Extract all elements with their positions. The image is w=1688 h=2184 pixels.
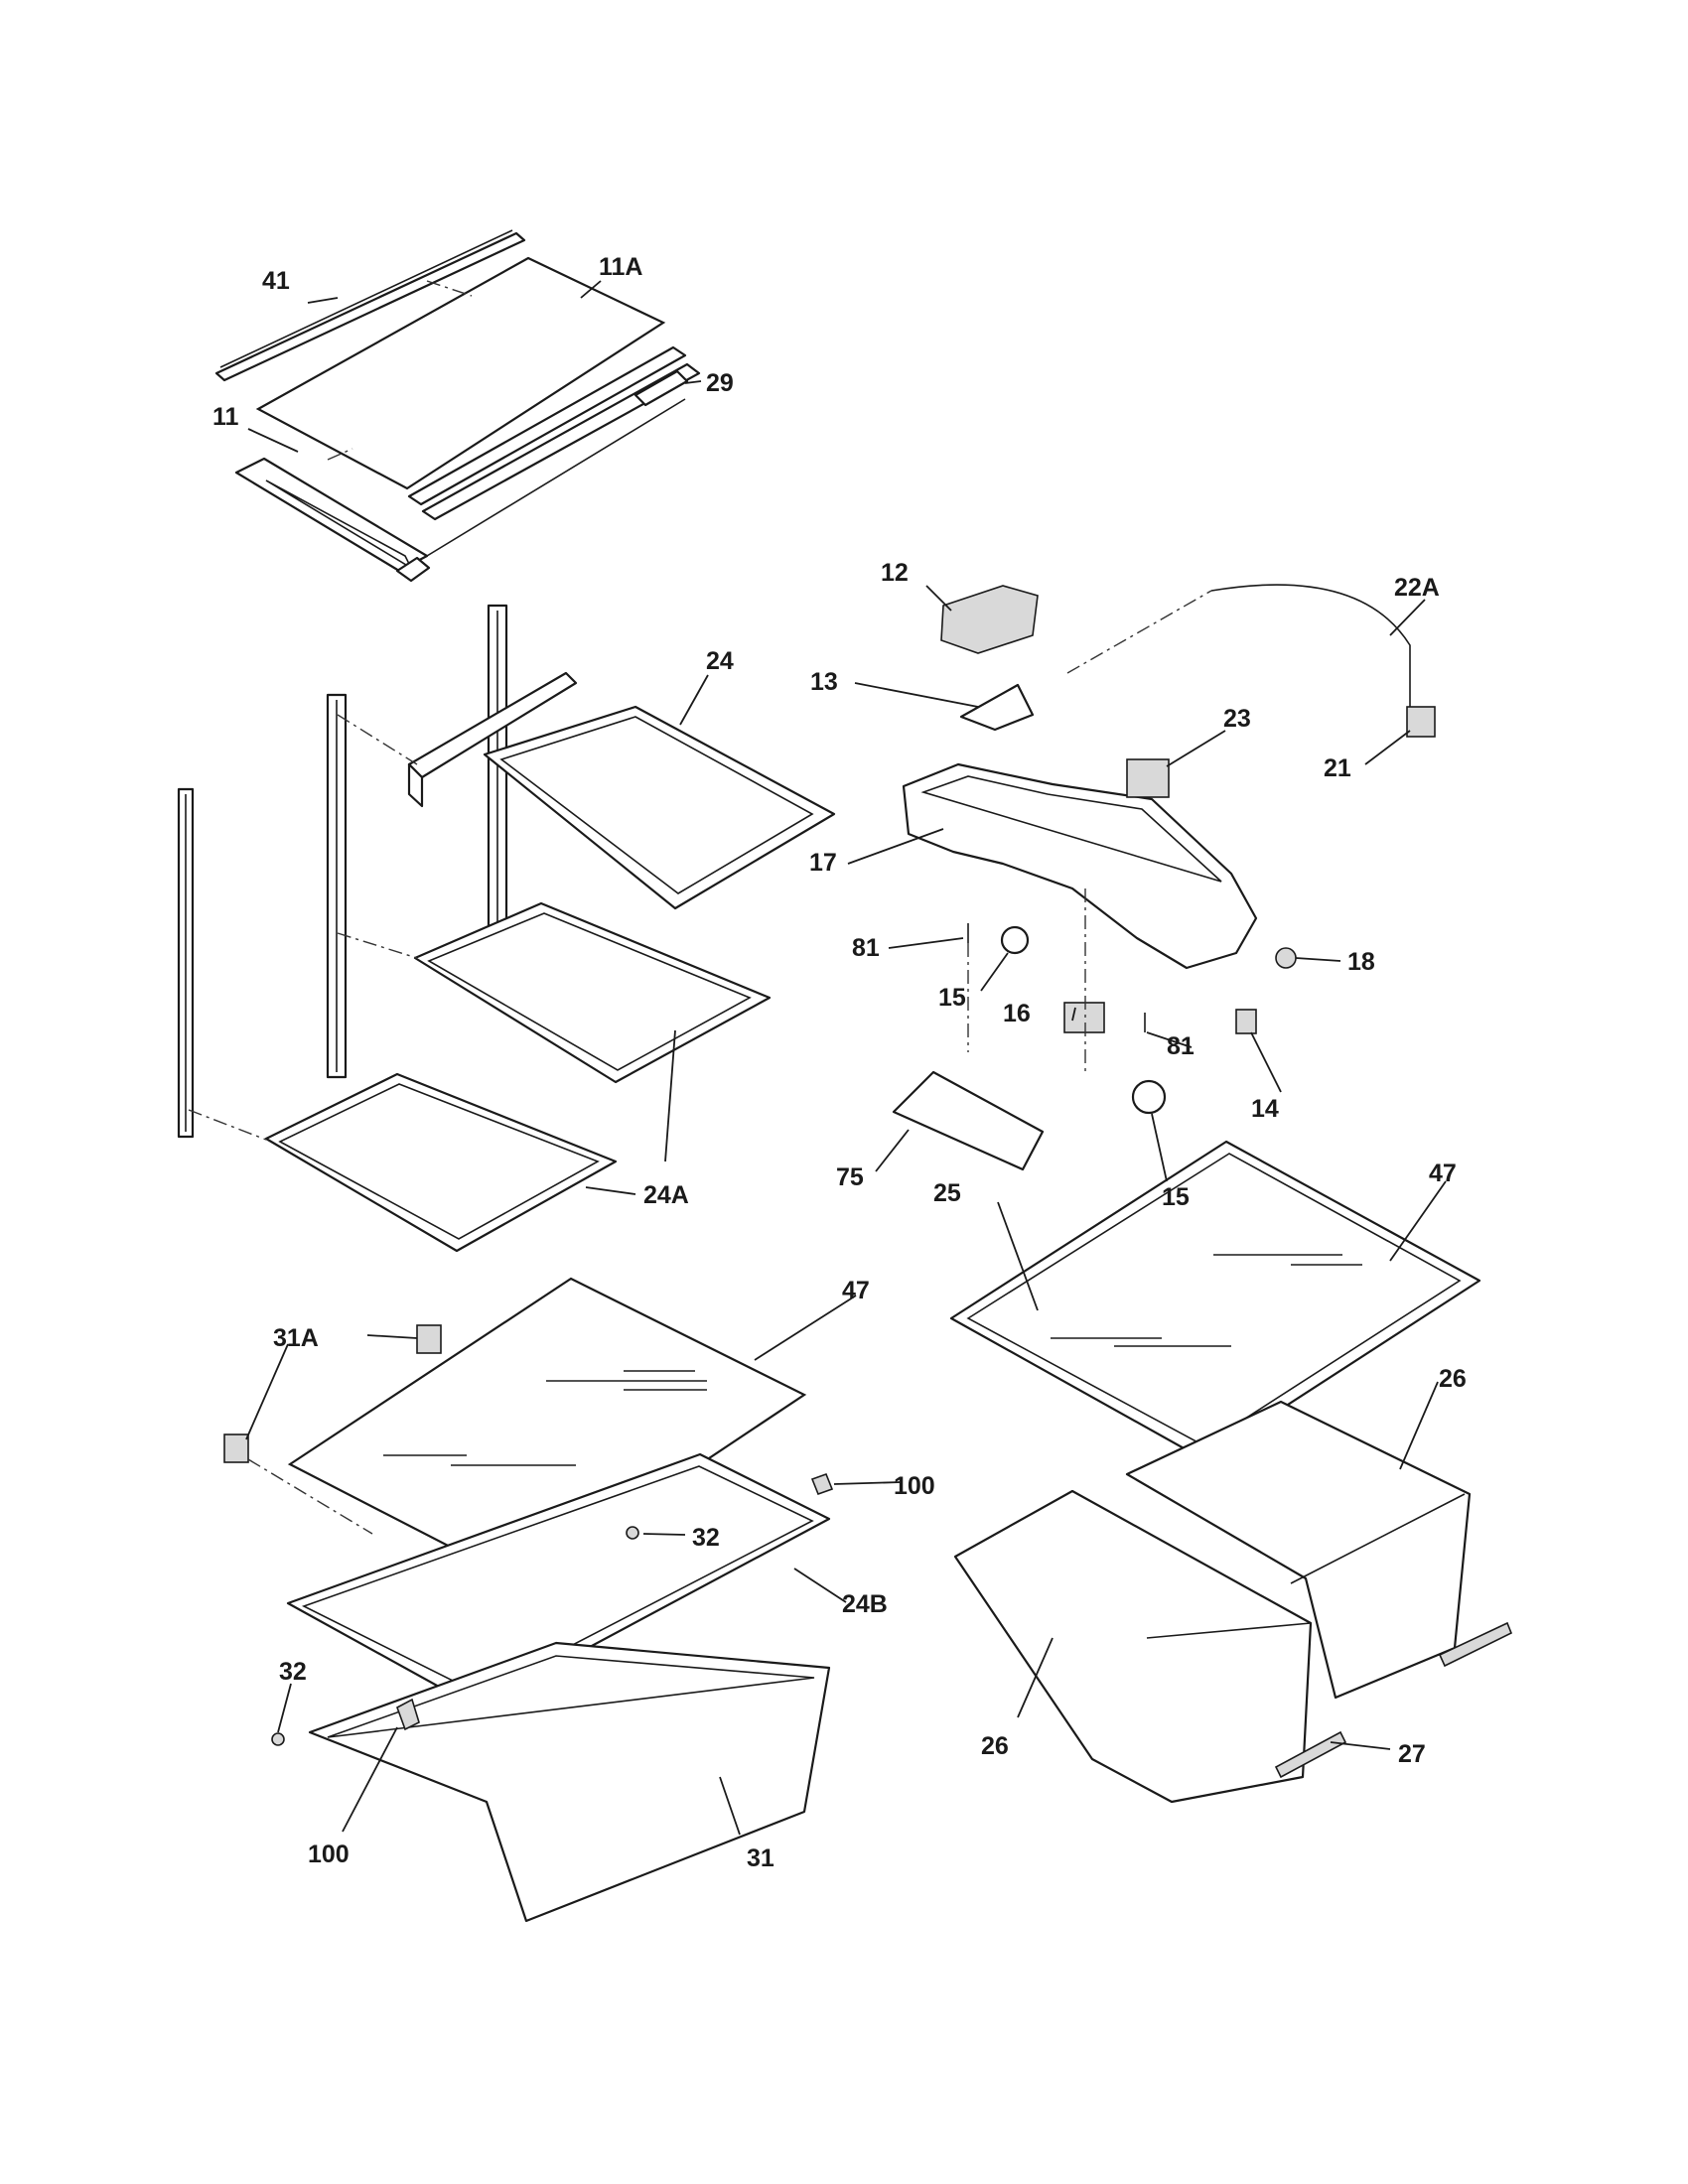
callout-81-upper: 81 [852,934,880,962]
callout-29: 29 [706,369,734,397]
callout-23: 23 [1223,705,1251,733]
drawer-slides-27 [1274,1621,1513,1779]
crisper-drawer-front [953,1489,1313,1804]
shelf-24A-lower [188,1072,618,1253]
callout-75: 75 [836,1163,864,1191]
callout-24A: 24A [643,1181,689,1209]
callout-100-left: 100 [308,1841,350,1868]
control-housing-assembly [892,584,1436,1171]
callout-22A: 22A [1394,574,1440,602]
callout-13: 13 [810,668,838,696]
shelf-24A-upper [337,901,772,1084]
callout-15-lower: 15 [1162,1183,1190,1211]
callout-12: 12 [881,559,909,587]
callout-32-lower: 32 [279,1658,307,1686]
callout-24: 24 [706,647,734,675]
callout-27: 27 [1398,1740,1426,1768]
callout-47-left: 47 [842,1277,870,1304]
pantry-clips-31A [223,1324,442,1535]
pantry-drawer-31 [271,1641,831,1923]
callout-26-front: 26 [981,1732,1009,1760]
callout-11A: 11A [599,253,642,281]
glass-shelf-assembly [214,229,701,583]
leader-lines [245,280,1447,1836]
callout-14: 14 [1251,1095,1279,1123]
pantry-frame-24B [286,1452,834,1709]
shelf-ladder-rails [177,604,508,1139]
crisper-cover-right [949,1140,1481,1461]
callout-41: 41 [262,267,290,295]
callout-25: 25 [933,1179,961,1207]
pantry-cover-glass-47 [287,1277,807,1585]
callout-31: 31 [747,1844,774,1872]
callout-81-lower: 81 [1167,1032,1195,1060]
callout-100-right: 100 [894,1472,935,1500]
callout-24B: 24B [842,1590,888,1618]
callout-15-upper: 15 [938,984,966,1012]
callout-16: 16 [1003,1000,1031,1027]
callout-26-rear: 26 [1439,1365,1467,1393]
callout-31A: 31A [273,1324,319,1352]
callout-47-right: 47 [1429,1160,1457,1187]
callout-18: 18 [1347,948,1375,976]
callout-21: 21 [1324,754,1351,782]
callout-11: 11 [212,403,239,431]
callout-32-upper: 32 [692,1524,720,1552]
callout-17: 17 [809,849,837,877]
shelf-24 [337,671,836,910]
